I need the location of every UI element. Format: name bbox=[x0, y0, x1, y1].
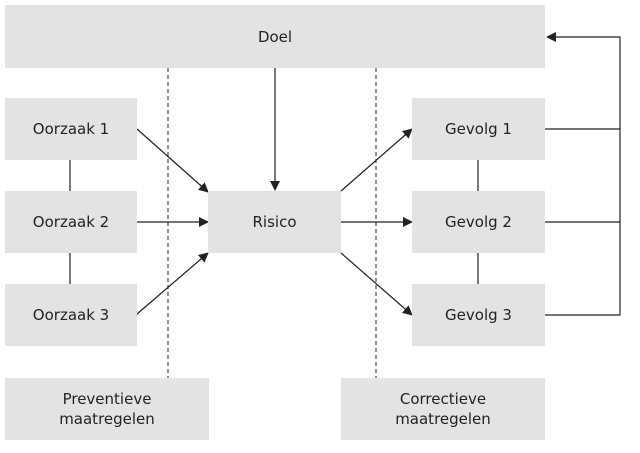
corrective-measures-box: Correctieve maatregelen bbox=[341, 378, 545, 440]
preventive-label-line1: Preventieve bbox=[62, 390, 152, 408]
preventive-label-line2: maatregelen bbox=[59, 410, 155, 428]
preventive-measures-box: Preventieve maatregelen bbox=[5, 378, 209, 440]
corrective-label-line1: Correctieve bbox=[399, 390, 487, 408]
cause-label: Oorzaak 3 bbox=[32, 306, 110, 324]
goal-box: Doel bbox=[5, 5, 545, 68]
cause-label: Oorzaak 2 bbox=[32, 213, 110, 231]
cause-label: Oorzaak 1 bbox=[32, 120, 110, 138]
goal-label: Doel bbox=[257, 27, 293, 46]
effect-label: Gevolg 2 bbox=[445, 213, 512, 231]
corrective-label-line2: maatregelen bbox=[395, 410, 491, 428]
risk-to-effect1-arrow bbox=[340, 128, 413, 192]
effect-box-3: Gevolg 3 bbox=[412, 284, 545, 346]
cause-box-1: Oorzaak 1 bbox=[5, 98, 137, 160]
effect-label: Gevolg 3 bbox=[445, 306, 512, 324]
effect-label: Gevolg 1 bbox=[445, 120, 512, 138]
cause3-to-risk-arrow bbox=[136, 252, 209, 315]
risk-box: Risico bbox=[208, 191, 341, 253]
cause-box-2: Oorzaak 2 bbox=[5, 191, 137, 253]
risk-label: Risico bbox=[252, 213, 297, 231]
cause1-to-risk-arrow bbox=[136, 128, 209, 193]
feedback-to-goal-arrow bbox=[546, 32, 621, 129]
cause-box-3: Oorzaak 3 bbox=[5, 284, 137, 346]
effect-box-1: Gevolg 1 bbox=[412, 98, 545, 160]
risk-to-effect3-arrow bbox=[340, 252, 413, 316]
effect-box-2: Gevolg 2 bbox=[412, 191, 545, 253]
